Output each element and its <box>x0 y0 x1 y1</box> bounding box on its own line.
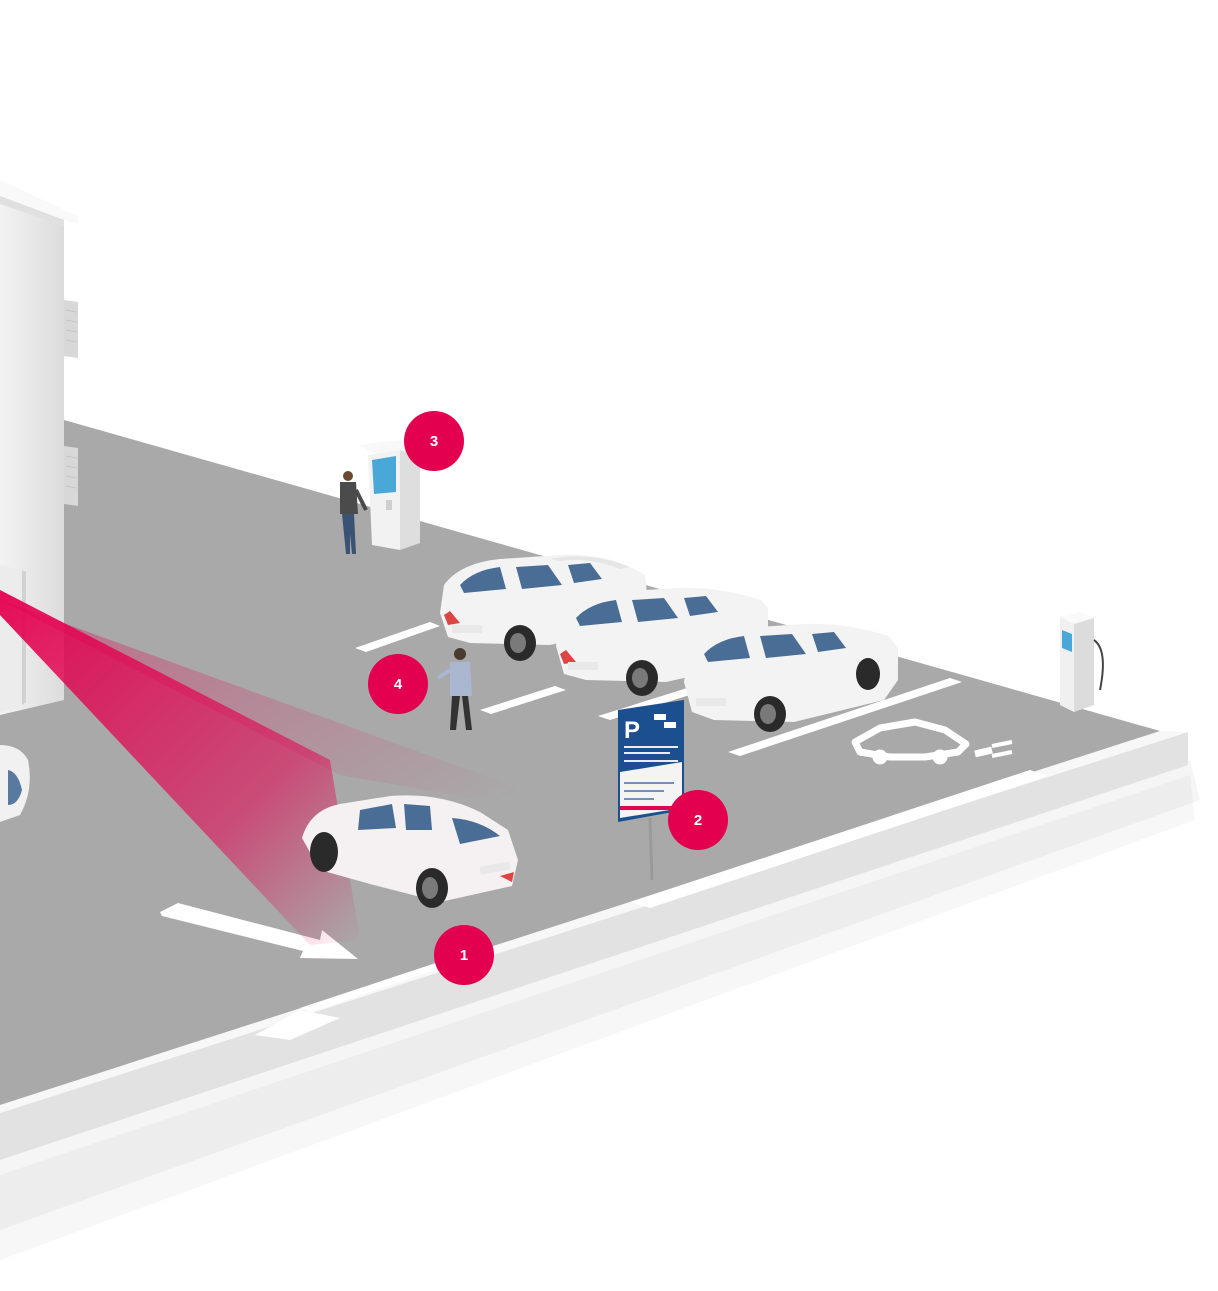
asphalt-surface <box>0 400 1160 1105</box>
moving-car <box>302 795 518 908</box>
marker-1-label: 1 <box>460 947 468 964</box>
camera-beam <box>0 590 615 945</box>
person-at-terminal <box>340 471 368 554</box>
payment-terminal <box>358 440 428 550</box>
marker-2[interactable]: 2 <box>668 790 728 850</box>
direction-arrow-icon <box>160 903 358 959</box>
marker-3[interactable]: 3 <box>404 411 464 471</box>
camera-icon <box>654 714 666 720</box>
ev-car-charging-icon <box>851 718 1013 765</box>
ev-charger <box>1060 612 1104 712</box>
slab-shadow <box>0 760 1200 1230</box>
car-partial-left <box>0 745 30 822</box>
sign-letter: P <box>624 717 640 744</box>
marker-4[interactable]: 4 <box>368 654 428 714</box>
car-icon <box>664 722 676 728</box>
lot-markings <box>255 622 1048 1040</box>
marker-2-label: 2 <box>694 812 702 829</box>
person-with-phone <box>436 648 472 730</box>
marker-3-label: 3 <box>430 433 438 450</box>
parked-car <box>684 623 898 732</box>
parking-sign: P <box>618 700 684 881</box>
marker-4-label: 4 <box>394 676 403 693</box>
marker-1[interactable]: 1 <box>434 925 494 985</box>
